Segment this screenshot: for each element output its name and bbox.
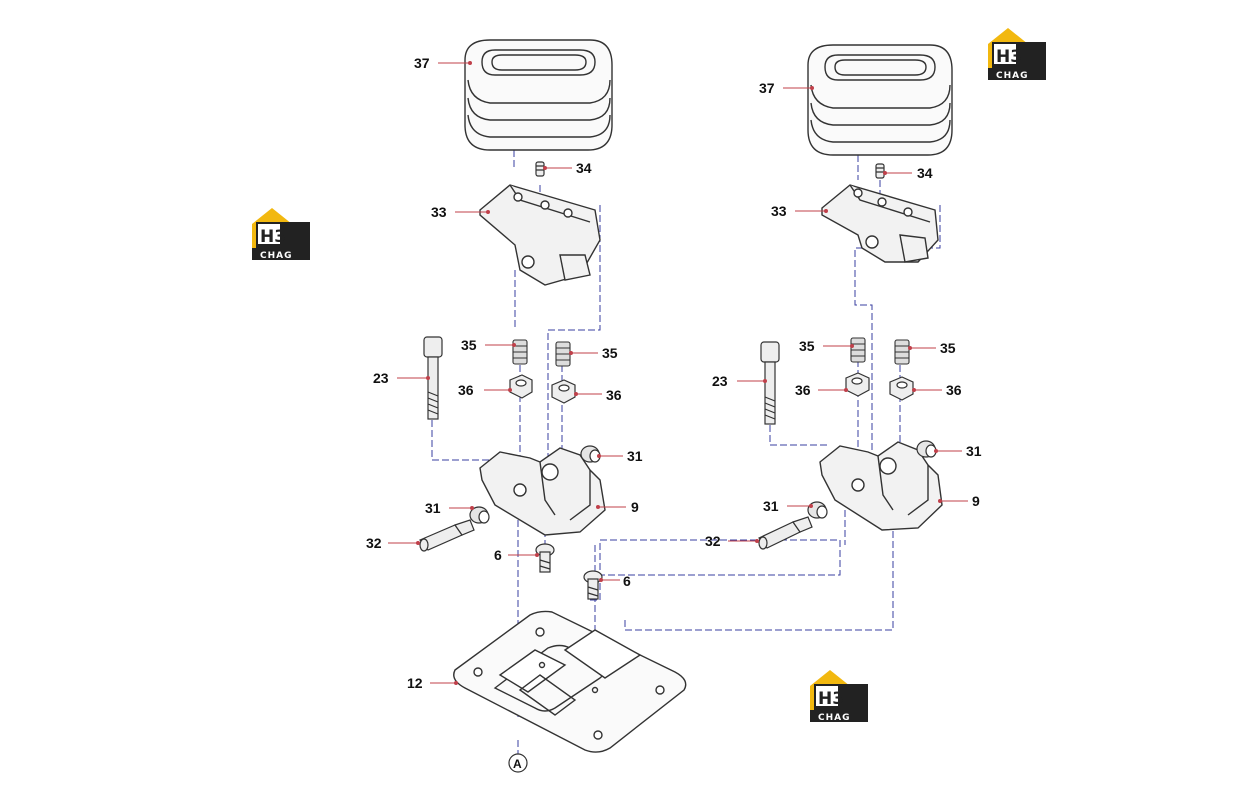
left-leader-lines [388,62,626,684]
bracket-33-right [821,184,939,263]
label-37-right: 37 [759,80,775,96]
label-36-right-b: 36 [946,382,962,398]
bushing-31-left-b [469,506,490,524]
label-33-left: 33 [431,204,447,220]
label-a: A [513,757,522,771]
label-31-left-b: 31 [425,500,441,516]
label-36-left-b: 36 [606,387,622,403]
housing-9-left [479,447,606,536]
label-6-left-a: 6 [494,547,502,563]
label-31-right-a: 31 [966,443,982,459]
watermark-logo-left: H3 CHAG [252,208,310,261]
bolt-23-right [760,341,780,425]
label-35-right-a: 35 [799,338,815,354]
svg-text:H3: H3 [818,689,844,709]
label-6-left-b: 6 [623,573,631,589]
label-12: 12 [407,675,423,691]
bolt-23-left [423,336,443,420]
label-32-right: 32 [705,533,721,549]
right-leader-dots [755,86,942,543]
label-32-left: 32 [366,535,382,551]
spring-35-left-b [555,341,571,367]
screw-6-left-a [535,543,555,573]
screw-6-left-b [583,570,603,600]
bushing-31-left-a [580,445,601,463]
left-leader-dots [416,61,603,685]
spring-35-right-b [894,339,910,365]
boot-37-right [807,44,953,156]
spring-35-left-a [512,339,528,365]
label-31-right-b: 31 [763,498,779,514]
nut-36-left-a [509,374,533,399]
label-9-left: 9 [631,499,639,515]
screw-34-left [535,161,545,177]
pin-32-left [419,519,475,552]
label-36-left-a: 36 [458,382,474,398]
bushing-31-right-a [916,440,937,458]
bracket-33-left [479,184,601,286]
label-35-left-a: 35 [461,337,477,353]
right-assembly: 37 34 33 35 35 23 36 36 31 31 9 32 [705,44,982,550]
svg-text:H3: H3 [260,227,286,247]
nut-36-right-a [845,372,870,397]
label-23-left: 23 [373,370,389,386]
boot-37-left [464,39,613,151]
svg-text:CHAG: CHAG [818,713,851,723]
plate-12 [453,610,687,753]
housing-9-right [819,441,943,531]
watermark-logo-bottom: H3 CHAG [810,670,868,723]
left-assembly: 37 34 33 35 35 23 36 36 31 31 9 32 6 6 1… [366,39,894,773]
label-35-left-b: 35 [602,345,618,361]
label-33-right: 33 [771,203,787,219]
svg-text:H3: H3 [996,47,1022,67]
label-23-right: 23 [712,373,728,389]
right-leader-lines [728,87,968,542]
svg-text:CHAG: CHAG [260,251,293,261]
reference-marker-a [508,753,528,773]
nut-36-right-b [889,376,914,401]
label-34-left: 34 [576,160,592,176]
label-31-left-a: 31 [627,448,643,464]
spring-35-right-a [850,337,866,363]
watermark-logo-top-right: H3 CHAG [988,28,1046,81]
label-36-right-a: 36 [795,382,811,398]
svg-text:CHAG: CHAG [996,71,1029,81]
label-37-left: 37 [414,55,430,71]
label-35-right-b: 35 [940,340,956,356]
label-9-right: 9 [972,493,980,509]
label-34-right: 34 [917,165,933,181]
pin-32-right [758,516,813,550]
screw-34-right [875,163,885,179]
nut-36-left-b [551,379,576,404]
